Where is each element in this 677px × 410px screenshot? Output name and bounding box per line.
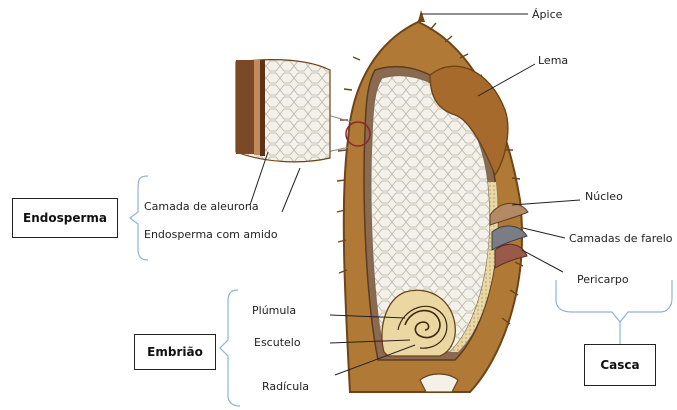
label-camadas-farelo: Camadas de farelo <box>569 232 673 245</box>
label-apice: Ápice <box>532 8 562 21</box>
inset-aleurone-band <box>236 60 254 154</box>
box-casca: Casca <box>584 344 656 386</box>
apex-spike <box>418 10 425 22</box>
label-escutelo: Escutelo <box>254 336 301 349</box>
label-plumula: Plúmula <box>252 304 296 317</box>
box-endosperma: Endosperma <box>12 198 118 238</box>
box-embriao: Embrião <box>134 334 216 370</box>
label-radicula: Radícula <box>262 380 309 393</box>
label-lema: Lema <box>538 54 568 67</box>
label-nucleo: Núcleo <box>585 190 623 203</box>
endosperma-bracket <box>130 176 148 260</box>
embriao-bracket <box>220 290 240 406</box>
label-camada-aleurona: Camada de aleurona <box>144 200 259 213</box>
label-endosperma-amido: Endosperma com amido <box>144 228 278 241</box>
label-pericarpo: Pericarpo <box>577 273 629 286</box>
husk-base <box>420 374 458 392</box>
casca-bracket <box>556 280 672 322</box>
